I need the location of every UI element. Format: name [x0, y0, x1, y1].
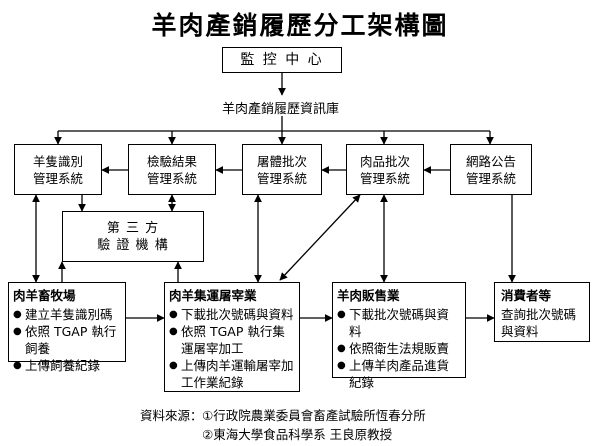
- database-label: 羊肉產銷履歷資訊庫: [222, 102, 340, 117]
- system-meat-batch: 肉品批次 管理系統: [346, 144, 424, 195]
- list-item: 建立羊隻識別碼: [13, 306, 121, 323]
- list-item: 下載批次號碼與資料: [337, 306, 461, 340]
- system-web-announce: 網路公告 管理系統: [450, 144, 532, 195]
- system-label: 羊隻識別: [32, 153, 83, 169]
- stage-consumer: 消費者等 查詢批次號碼與資料: [494, 282, 590, 342]
- system-label: 檢驗結果: [146, 153, 197, 169]
- list-item: 依照衛生法規販賣: [337, 340, 461, 357]
- stage-title: 消費者等: [501, 288, 552, 303]
- system-label: 網路公告: [465, 153, 516, 169]
- source-line-2: ②東海大學食品科學系 王良原教授: [202, 427, 393, 442]
- stage-title: 羊肉販售業: [337, 288, 400, 303]
- list-item: 下載批次號碼與資料: [169, 306, 295, 323]
- page-title: 羊肉產銷履歷分工架構圖: [151, 11, 449, 40]
- stage-title: 肉羊畜牧場: [13, 288, 76, 303]
- stage-slaughter: 肉羊集運屠宰業 下載批次號碼與資料 依照 TGAP 執行集運屠宰加工 上傳肉羊運…: [164, 282, 300, 392]
- system-label: 管理系統: [465, 170, 516, 186]
- third-party-verifier-box: 第 三 方 驗 證 機 構: [62, 211, 204, 262]
- system-label: 管理系統: [32, 170, 83, 186]
- list-item: 上傳飼養紀錄: [13, 357, 121, 374]
- stage-retail: 羊肉販售業 下載批次號碼與資料 依照衛生法規販賣 上傳羊肉產品進貨紀錄: [332, 282, 466, 390]
- list-item: 上傳羊肉產品進貨紀錄: [337, 357, 461, 391]
- list-item: 上傳肉羊運輸屠宰加工作業紀錄: [169, 357, 295, 391]
- stage-title: 肉羊集運屠宰業: [169, 288, 257, 303]
- source-line-1: ①行政院農業委員會畜產試驗所恆春分所: [202, 408, 426, 423]
- system-label: 管理系統: [146, 170, 197, 186]
- monitor-center-label: 監 控 中 心: [240, 51, 324, 68]
- system-sheep-id: 羊隻識別 管理系統: [14, 144, 102, 195]
- system-carcass-batch: 屠體批次 管理系統: [242, 144, 322, 195]
- system-label: 管理系統: [256, 170, 307, 186]
- system-label: 肉品批次: [359, 153, 410, 169]
- system-inspection: 檢驗結果 管理系統: [128, 144, 216, 195]
- list-item: 依照 TGAP 執行集運屠宰加工: [169, 323, 295, 357]
- list-item: 查詢批次號碼與資料: [501, 307, 577, 339]
- system-label: 管理系統: [359, 170, 410, 186]
- third-party-label: 驗 證 機 構: [97, 237, 169, 253]
- monitor-center-box: 監 控 中 心: [222, 47, 342, 73]
- list-item: 依照 TGAP 執行飼養: [13, 323, 121, 357]
- third-party-label: 第 三 方: [106, 220, 160, 236]
- system-label: 屠體批次: [256, 153, 307, 169]
- stage-farm: 肉羊畜牧場 建立羊隻識別碼 依照 TGAP 執行飼養 上傳飼養紀錄: [8, 282, 126, 374]
- source-label: 資料來源：: [140, 408, 203, 423]
